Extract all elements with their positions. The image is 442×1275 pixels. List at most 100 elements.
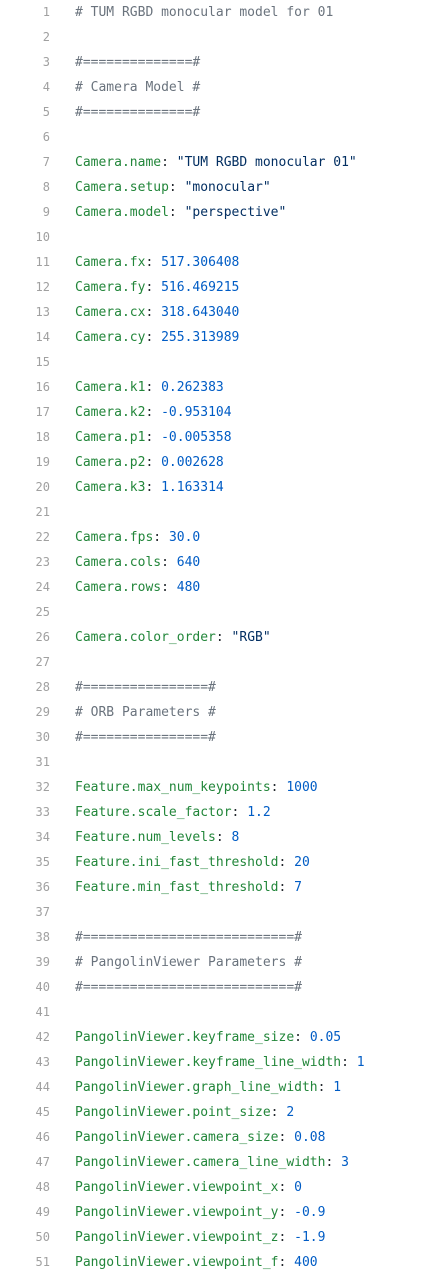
line-content: Camera.rows: 480 xyxy=(75,575,442,600)
line-content: Camera.p1: -0.005358 xyxy=(75,425,442,450)
comment-text: # Camera Model # xyxy=(75,80,201,95)
line-content: Camera.cols: 640 xyxy=(75,550,442,575)
code-line[interactable]: 6 xyxy=(0,125,442,150)
string-value: "monocular" xyxy=(184,180,271,195)
line-number: 31 xyxy=(35,755,50,769)
code-line[interactable]: 2 xyxy=(0,25,442,50)
line-content: Camera.k2: -0.953104 xyxy=(75,400,442,425)
code-line[interactable]: 27 xyxy=(0,650,442,675)
line-number: 18 xyxy=(35,430,50,444)
code-line[interactable]: 21 xyxy=(0,500,442,525)
line-number: 11 xyxy=(35,255,50,269)
config-key: Camera.fx xyxy=(75,255,146,270)
code-line[interactable]: 18 Camera.p1: -0.005358 xyxy=(0,425,442,450)
line-number: 3 xyxy=(42,55,50,69)
line-number: 14 xyxy=(35,330,50,344)
code-line[interactable]: 3 #==============# xyxy=(0,50,442,75)
code-line[interactable]: 41 xyxy=(0,1000,442,1025)
line-number: 24 xyxy=(35,580,50,594)
line-number: 7 xyxy=(42,155,50,169)
line-number: 48 xyxy=(35,1180,50,1194)
comment-text: # ORB Parameters # xyxy=(75,705,216,720)
line-number: 45 xyxy=(35,1105,50,1119)
code-line[interactable]: 11 Camera.fx: 517.306408 xyxy=(0,250,442,275)
separator: : xyxy=(341,1055,357,1070)
line-number: 39 xyxy=(35,955,50,969)
code-line[interactable]: 1# TUM RGBD monocular model for 01 xyxy=(0,0,442,25)
line-number: 46 xyxy=(35,1130,50,1144)
line-content: Camera.fx: 517.306408 xyxy=(75,250,442,275)
separator: : xyxy=(168,205,185,220)
number-value: 1 xyxy=(333,1080,342,1095)
config-key: PangolinViewer.viewpoint_x xyxy=(75,1180,279,1195)
line-content xyxy=(75,125,442,150)
separator: : xyxy=(145,330,162,345)
line-content: Camera.cy: 255.313989 xyxy=(75,325,442,350)
separator: : xyxy=(278,1255,295,1270)
code-line[interactable]: 37 xyxy=(0,900,442,925)
config-key: Camera.cy xyxy=(75,330,146,345)
code-line[interactable]: 4 # Camera Model # xyxy=(0,75,442,100)
code-line[interactable]: 31 xyxy=(0,750,442,775)
line-content: PangolinViewer.camera_line_width: 3 xyxy=(75,1150,442,1175)
comment-text: #===========================# xyxy=(75,930,302,945)
line-content: Camera.fy: 516.469215 xyxy=(75,275,442,300)
line-content: Camera.name: "TUM RGBD monocular 01" xyxy=(75,150,442,175)
code-line[interactable]: 7 Camera.name: "TUM RGBD monocular 01" xyxy=(0,150,442,175)
code-line[interactable]: 25 xyxy=(0,600,442,625)
line-number: 30 xyxy=(35,730,50,744)
comment-text: #==============# xyxy=(75,55,201,70)
number-value: 516.469215 xyxy=(161,280,240,295)
code-line[interactable]: 39 # PangolinViewer Parameters # xyxy=(0,950,442,975)
line-number: 50 xyxy=(35,1230,50,1244)
separator: : xyxy=(145,430,162,445)
code-line[interactable]: 40#===========================# xyxy=(0,975,442,1000)
code-line[interactable]: 28#================# xyxy=(0,675,442,700)
line-number: 38 xyxy=(35,930,50,944)
separator: : xyxy=(317,1080,334,1095)
line-content: Camera.k1: 0.262383 xyxy=(75,375,442,400)
code-line[interactable]: 14 Camera.cy: 255.313989 xyxy=(0,325,442,350)
code-line[interactable]: 38 #===========================# xyxy=(0,925,442,950)
config-key: Camera.k1 xyxy=(75,380,146,395)
code-line[interactable]: 10 xyxy=(0,225,442,250)
line-number: 29 xyxy=(35,705,50,719)
code-line[interactable]: 24 Camera.rows: 480 xyxy=(0,575,442,600)
code-line[interactable]: 5#==============# xyxy=(0,100,442,125)
line-content: # PangolinViewer Parameters # xyxy=(75,950,442,975)
code-line[interactable]: 30#================# xyxy=(0,725,442,750)
code-line[interactable]: 29 # ORB Parameters # xyxy=(0,700,442,725)
line-number: 4 xyxy=(42,80,50,94)
number-value: 0.002628 xyxy=(161,455,224,470)
separator: : xyxy=(161,555,177,570)
code-line[interactable]: 15 xyxy=(0,350,442,375)
number-value: 640 xyxy=(176,555,201,570)
